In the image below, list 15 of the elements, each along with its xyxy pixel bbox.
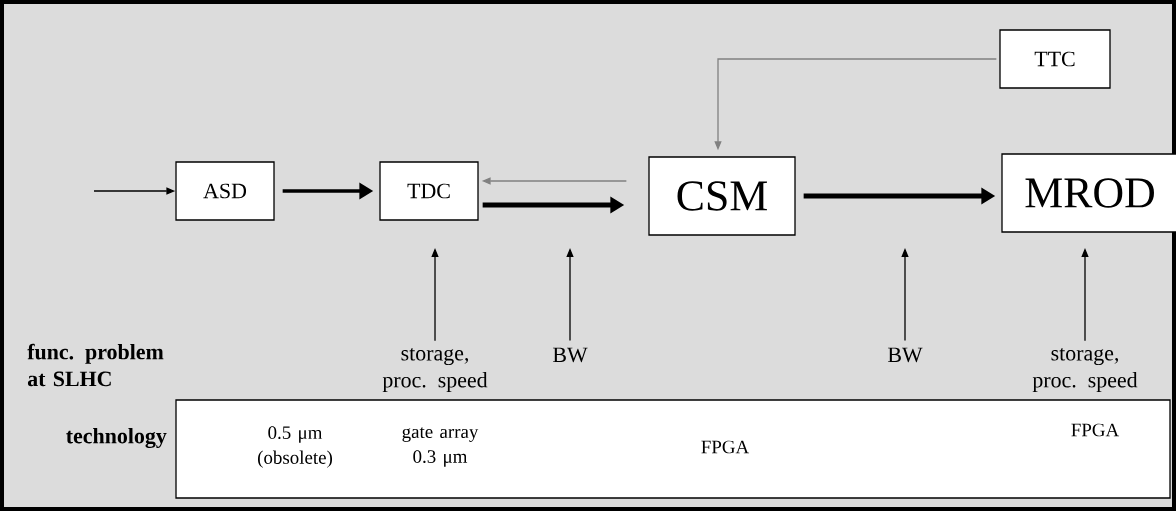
technology-text: gate array 0.3 μm: [402, 427, 479, 467]
problem-text: BW: [887, 347, 923, 363]
block-box: TTC: [999, 29, 1111, 89]
block-box: CSM: [648, 156, 796, 236]
technology-text: FPGA: [701, 440, 750, 454]
block-box: MROD: [1001, 153, 1176, 233]
problem-text: storage, proc. speed: [382, 348, 488, 392]
problem-text: BW: [553, 347, 588, 363]
row-heading: func. problem at SLHC: [27, 343, 164, 387]
technology-text: FPGA: [1071, 423, 1120, 437]
problem-text: storage, proc. speed: [1032, 348, 1138, 392]
row-heading: technology: [66, 427, 167, 448]
technology-text: 0.5 μm (obsolete): [258, 426, 333, 468]
block-box: TDC: [379, 161, 479, 221]
block-box: ASD: [175, 161, 275, 221]
